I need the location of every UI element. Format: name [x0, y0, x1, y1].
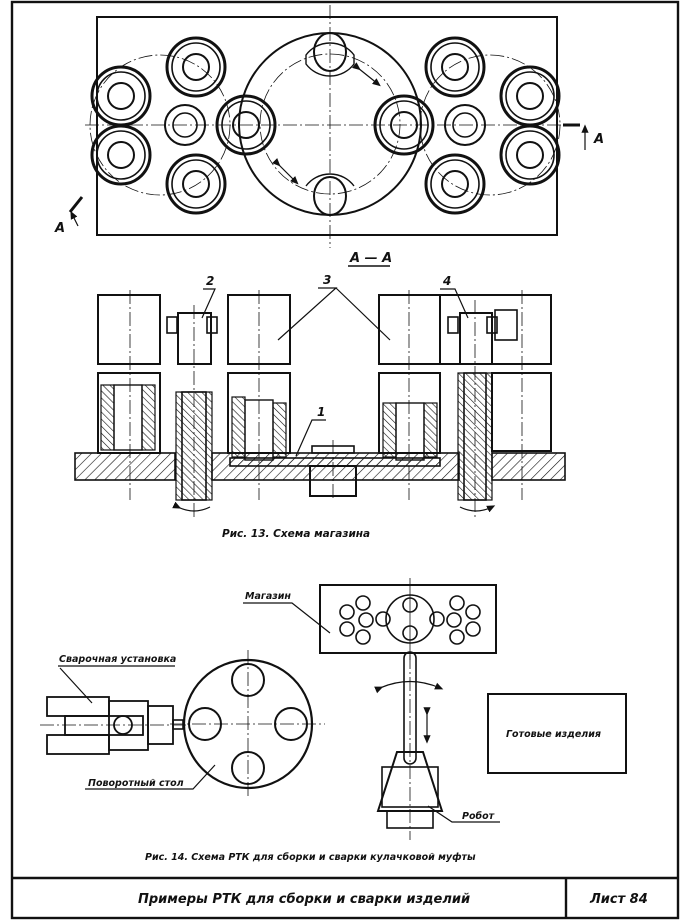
sheet-title: Примеры РТК для сборки и сварки изделий	[138, 892, 470, 907]
section-mark-right: А	[593, 132, 604, 147]
figure14-caption: Рис. 14. Схема РТК для сборки и сварки к…	[145, 852, 476, 863]
sheet-frame	[10, 0, 680, 920]
rtk-layout-diagram	[40, 578, 627, 840]
callout-4: 4	[442, 274, 451, 288]
callout-1: 1	[317, 405, 325, 419]
label-robot: Робот	[462, 811, 495, 822]
section-mark-left: А	[54, 221, 65, 236]
left-cassette-cluster	[89, 36, 277, 215]
sheet-number: Лист 84	[589, 892, 648, 907]
section-title: А — А	[349, 251, 392, 266]
label-magazine: Магазин	[245, 591, 291, 602]
right-cassette-cluster	[373, 36, 561, 215]
magazine-plan-view	[68, 5, 589, 248]
magazine-section-view	[74, 287, 566, 520]
callout-2: 2	[206, 274, 214, 288]
callout-3: 3	[323, 273, 331, 287]
figure13-caption: Рис. 13. Схема магазина	[222, 528, 370, 540]
label-rotary-table: Поворотный стол	[88, 778, 184, 789]
label-finished-products: Готовые изделия	[506, 729, 601, 740]
label-welding-unit: Сварочная установка	[59, 654, 176, 665]
